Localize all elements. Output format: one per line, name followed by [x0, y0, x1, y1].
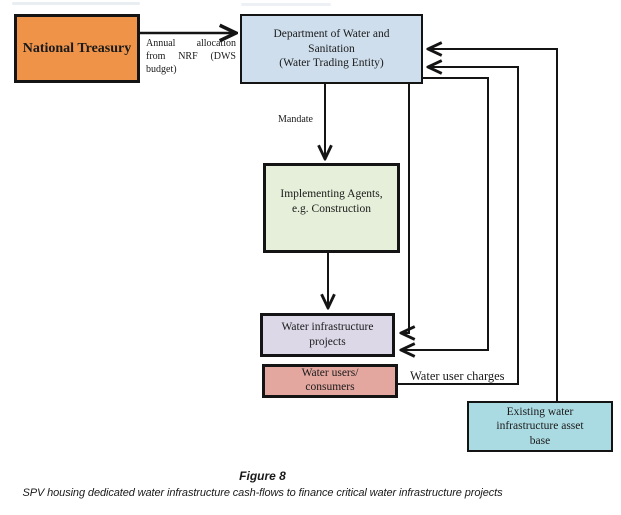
figure-caption: Figure 8 SPV housing dedicated water inf… — [0, 469, 525, 499]
edge-assetbase-to-dws — [429, 49, 558, 401]
edge-dws-bottom-to-projects — [402, 84, 409, 333]
edge-label-water-user-charges: Water user charges — [410, 369, 505, 383]
figure-number: Figure 8 — [239, 469, 286, 483]
edge-label-annual-allocation: Annual allocation from NRF (DWS budget) — [146, 38, 236, 75]
edge-label-mandate: Mandate — [278, 114, 313, 125]
node-water-infrastructure-projects: Water infrastructure projects — [260, 313, 395, 357]
node-label-water-users: Water users/ consumers — [301, 367, 359, 393]
edge-users-charges-to-dws — [398, 67, 519, 385]
edge-dws-right-to-projects — [402, 77, 489, 350]
node-dws-water-trading-entity: Department of Water and Sanitation (Wate… — [240, 14, 423, 84]
scan-artifact — [12, 2, 140, 5]
node-national-treasury: National Treasury — [14, 14, 140, 83]
node-existing-asset-base: Existing water infrastructure asset base — [467, 401, 613, 452]
node-label-asset-base: Existing water infrastructure asset base — [496, 406, 584, 447]
node-implementing-agents: Implementing Agents, e.g. Construction — [263, 163, 400, 253]
figure-caption-text: SPV housing dedicated water infrastructu… — [22, 487, 503, 499]
node-label-implementing-agents: Implementing Agents, e.g. Construction — [280, 188, 383, 215]
node-label-dws: Department of Water and Sanitation (Wate… — [273, 27, 390, 70]
node-water-users-consumers: Water users/ consumers — [262, 364, 398, 398]
node-label-water-projects: Water infrastructure projects — [281, 321, 374, 348]
scan-artifact — [241, 3, 331, 6]
node-label-national-treasury: National Treasury — [22, 40, 132, 56]
